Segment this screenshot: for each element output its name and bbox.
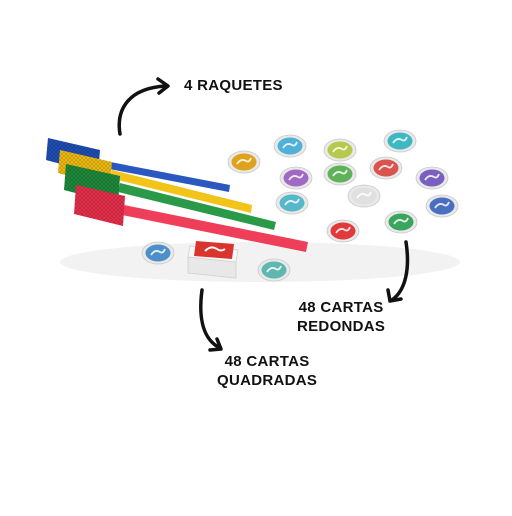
dinosaur-icon: [393, 217, 409, 225]
dinosaur-icon: [335, 226, 351, 234]
square-cards-label-line1: 48 CARTAS: [224, 353, 310, 370]
arrow-square-cards: [199, 288, 222, 350]
dinosaur-icon: [266, 265, 282, 273]
rackets-label-text: 4 RAQUETES: [184, 77, 283, 94]
square-cards-label-line2: QUADRADAS: [217, 372, 318, 389]
round-card: [326, 219, 360, 243]
round-card: [425, 194, 459, 218]
dinosaur-icon: [378, 163, 394, 171]
volcano-icon: [356, 191, 372, 199]
dinosaur-icon: [332, 145, 348, 153]
dinosaur-icon: [332, 169, 348, 177]
racket-red: [74, 185, 308, 252]
dinosaur-icon: [150, 248, 166, 256]
round-card: [279, 166, 313, 190]
round-cards-group: [141, 129, 459, 282]
round-card: [383, 129, 417, 153]
dinosaur-icon: [288, 173, 304, 181]
arrowhead-square-cards: [208, 337, 223, 352]
round-card: [257, 258, 291, 282]
round-card: [415, 166, 449, 190]
round-card: [141, 241, 175, 265]
round-card: [347, 184, 381, 208]
egg-icon: [284, 198, 300, 206]
dinosaur-icon: [236, 157, 252, 165]
round-card: [369, 156, 403, 180]
round-card: [273, 134, 307, 158]
dinosaur-icon: [424, 173, 440, 181]
dinosaur-icon: [392, 136, 408, 144]
arrow-rackets: [117, 84, 168, 136]
round-card: [323, 162, 357, 186]
round-card: [275, 191, 309, 215]
dinosaur-icon: [282, 141, 298, 149]
dinosaur-icon: [204, 246, 226, 252]
round-cards-label: 48 CARTAS REDONDAS: [297, 298, 385, 336]
square-cards-label: 48 CARTAS QUADRADAS: [217, 352, 317, 390]
round-cards-label-line2: REDONDAS: [297, 318, 386, 335]
square-card-deck: [187, 241, 239, 279]
rackets-label: 4 RAQUETES: [184, 76, 283, 95]
arrowhead-rackets: [156, 77, 170, 95]
floor-shadow: [60, 242, 460, 282]
arrows: [117, 77, 410, 352]
arrowhead-round-cards: [386, 288, 403, 303]
round-cards-label-line1: 48 CARTAS: [298, 299, 384, 316]
round-card: [227, 150, 261, 174]
arrow-round-cards: [390, 240, 410, 302]
round-card: [323, 138, 357, 162]
dinosaur-icon: [434, 201, 450, 209]
round-card: [384, 210, 418, 234]
